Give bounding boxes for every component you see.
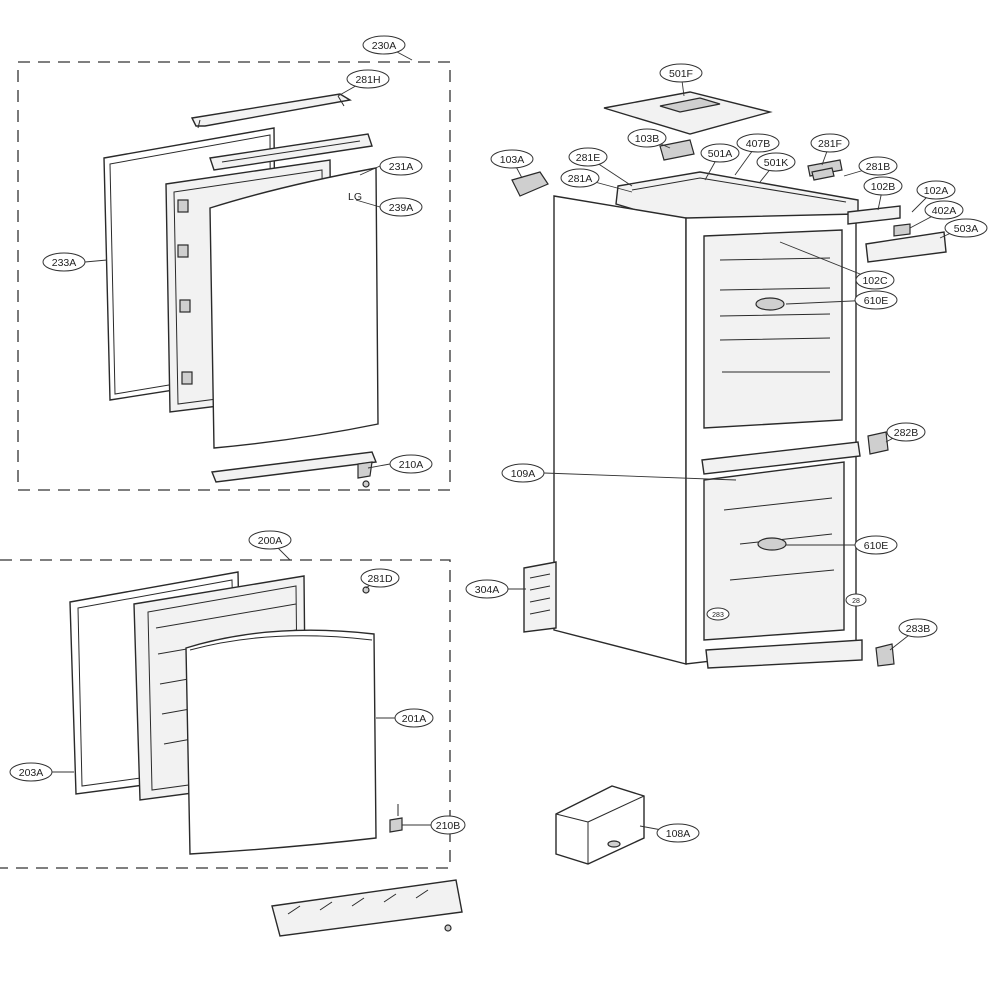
label-281f: 281F — [810, 133, 850, 153]
label-281b-text: 281B — [866, 161, 891, 173]
label-230a: 230A — [362, 35, 406, 55]
label-407b: 407B — [736, 133, 780, 153]
label-109a-text: 109A — [511, 468, 536, 480]
part-labels: 230A 281H 231A 239A 233A 210A 200A 281D … — [9, 35, 988, 843]
label-501k: 501K — [756, 152, 796, 172]
label-102b-text: 102B — [871, 181, 896, 193]
label-103a: 103A — [490, 149, 534, 169]
label-281h: 281H — [346, 69, 390, 89]
label-102c: 102C — [855, 270, 895, 290]
label-281h-text: 281H — [355, 74, 380, 86]
label-283-interior: 283 — [706, 607, 730, 621]
label-402a-text: 402A — [932, 205, 957, 217]
label-304a-text: 304A — [475, 584, 500, 596]
label-210b-text: 210B — [436, 820, 461, 832]
label-103a-text: 103A — [500, 154, 525, 166]
label-233a-text: 233A — [52, 257, 77, 269]
label-282b: 282B — [886, 422, 926, 442]
label-231a: 231A — [379, 156, 423, 176]
label-304a: 304A — [465, 579, 509, 599]
label-102c-text: 102C — [862, 275, 888, 287]
label-501a: 501A — [700, 143, 740, 163]
lower-door-assembly-boundary — [0, 559, 451, 869]
label-28-interior-text: 28 — [852, 598, 860, 605]
label-283b-text: 283B — [906, 623, 931, 635]
label-501f-text: 501F — [669, 68, 693, 80]
label-108a-text: 108A — [666, 828, 691, 840]
label-102a-text: 102A — [924, 185, 949, 197]
label-610e-upper-text: 610E — [864, 295, 889, 307]
label-402a: 402A — [924, 200, 964, 220]
label-281a: 281A — [560, 168, 600, 188]
label-108a: 108A — [656, 823, 700, 843]
label-102b: 102B — [863, 176, 903, 196]
label-501f: 501F — [659, 63, 703, 83]
label-281e-text: 281E — [576, 152, 601, 164]
label-210b: 210B — [430, 815, 466, 835]
label-283-interior-text: 283 — [712, 612, 724, 619]
upper-door-assembly-boundary — [17, 61, 451, 491]
label-610e-lower: 610E — [854, 535, 898, 555]
label-231a-text: 231A — [389, 161, 414, 173]
label-200a-text: 200A — [258, 535, 283, 547]
label-103b: 103B — [627, 128, 667, 148]
label-203a: 203A — [9, 762, 53, 782]
label-200a: 200A — [248, 530, 292, 550]
label-281a-text: 281A — [568, 173, 593, 185]
label-281d: 281D — [360, 568, 400, 588]
label-109a: 109A — [501, 463, 545, 483]
label-102a: 102A — [916, 180, 956, 200]
label-210a-text: 210A — [399, 459, 424, 471]
label-210a: 210A — [389, 454, 433, 474]
label-230a-text: 230A — [372, 40, 397, 52]
label-281f-text: 281F — [818, 138, 842, 150]
label-503a: 503A — [944, 218, 988, 238]
label-233a: 233A — [42, 252, 86, 272]
label-281e: 281E — [568, 147, 608, 167]
label-610e-upper: 610E — [854, 290, 898, 310]
label-282b-text: 282B — [894, 427, 919, 439]
label-203a-text: 203A — [19, 767, 44, 779]
label-501k-text: 501K — [764, 157, 789, 169]
label-239a-text: 239A — [389, 202, 414, 214]
label-281d-text: 281D — [367, 573, 393, 585]
label-501a-text: 501A — [708, 148, 733, 160]
cabinet — [511, 91, 947, 865]
door-logo: LG — [348, 191, 362, 203]
label-201a-text: 201A — [402, 713, 427, 725]
label-103b-text: 103B — [635, 133, 660, 145]
label-239a: 239A — [379, 197, 423, 217]
label-201a: 201A — [394, 708, 434, 728]
label-503a-text: 503A — [954, 223, 979, 235]
lower-door-parts — [69, 571, 463, 937]
label-407b-text: 407B — [746, 138, 771, 150]
label-610e-lower-text: 610E — [864, 540, 889, 552]
upper-door-parts: LG — [103, 93, 379, 488]
label-281b: 281B — [858, 156, 898, 176]
label-283b: 283B — [898, 618, 938, 638]
label-28-interior: 28 — [845, 593, 867, 607]
